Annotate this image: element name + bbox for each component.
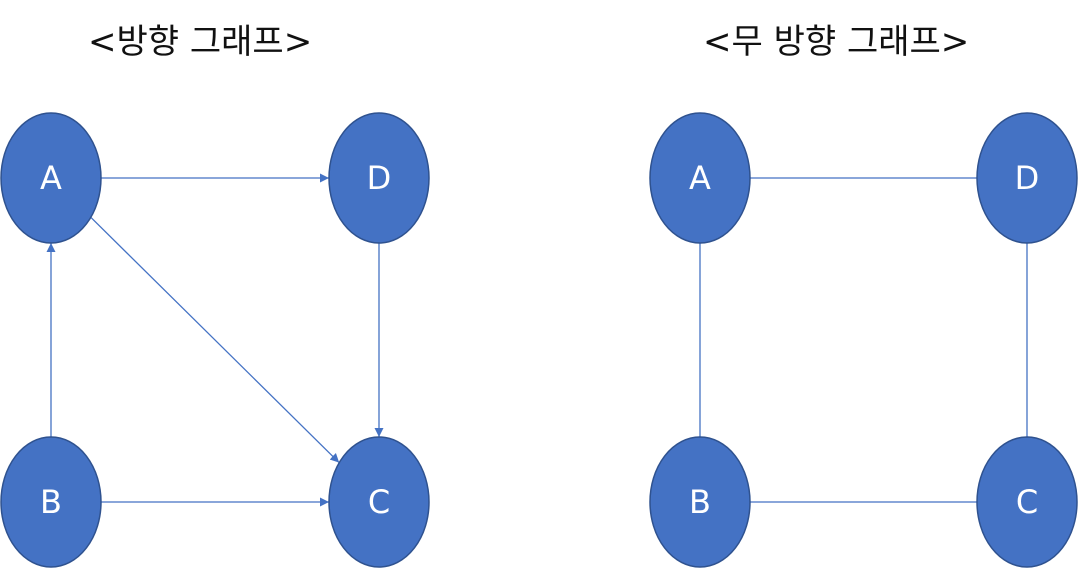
node-shape (0, 436, 102, 568)
node-a: A (0, 112, 102, 244)
node-shape (649, 112, 751, 244)
undirected-nodes: A D B C (649, 112, 1078, 568)
node-label: A (40, 159, 62, 197)
directed-nodes: A D B C (0, 112, 430, 568)
node-shape (976, 436, 1078, 568)
node-shape (976, 112, 1078, 244)
node-d: D (328, 112, 430, 244)
undirected-graph-title: <무 방향 그래프> (703, 22, 970, 62)
node-label: C (1016, 483, 1038, 521)
node-label: D (1015, 159, 1040, 197)
node-b: B (649, 436, 751, 568)
node-label: A (689, 159, 711, 197)
node-label: B (40, 483, 62, 521)
node-shape (649, 436, 751, 568)
directed-graph: A D B C (0, 112, 430, 568)
node-d: D (976, 112, 1078, 244)
directed-graph-title: <방향 그래프> (88, 22, 313, 62)
node-shape (0, 112, 102, 244)
node-b: B (0, 436, 102, 568)
directed-edges (46, 173, 384, 507)
node-a: A (649, 112, 751, 244)
node-c: C (328, 436, 430, 568)
node-c: C (976, 436, 1078, 568)
node-shape (328, 112, 430, 244)
node-shape (328, 436, 430, 568)
node-label: D (367, 159, 392, 197)
node-label: B (689, 483, 711, 521)
undirected-edges (699, 177, 1028, 503)
node-label: C (368, 483, 390, 521)
undirected-graph: A D B C (649, 112, 1078, 568)
edge-a-c (90, 216, 340, 464)
